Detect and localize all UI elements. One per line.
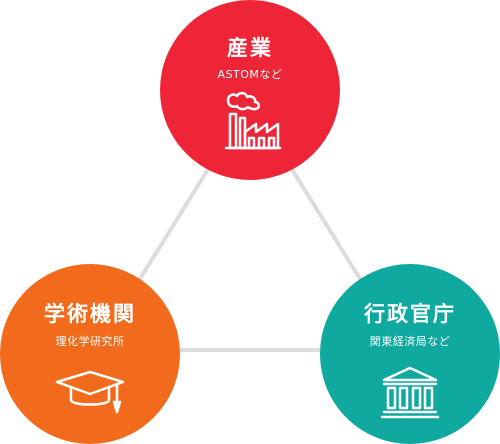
industry-title: 産業 (227, 36, 273, 60)
government-subtitle: 関東経済局など (369, 335, 451, 348)
graduation-cap-icon (55, 370, 125, 414)
academia-node: 学術機関 理化学研究所 (0, 264, 180, 444)
government-building-icon (380, 366, 440, 419)
connector-industry-government (286, 161, 364, 284)
industry-node: 産業 ASTOMなど (160, 0, 340, 180)
government-node: 行政官庁 関東経済局など (320, 264, 500, 444)
academia-subtitle: 理化学研究所 (55, 335, 125, 348)
connector-industry-academia (136, 161, 214, 284)
academia-title: 学術機関 (44, 302, 136, 326)
factory-icon (224, 91, 282, 150)
government-title: 行政官庁 (364, 302, 456, 326)
industry-subtitle: ASTOMなど (217, 68, 283, 81)
